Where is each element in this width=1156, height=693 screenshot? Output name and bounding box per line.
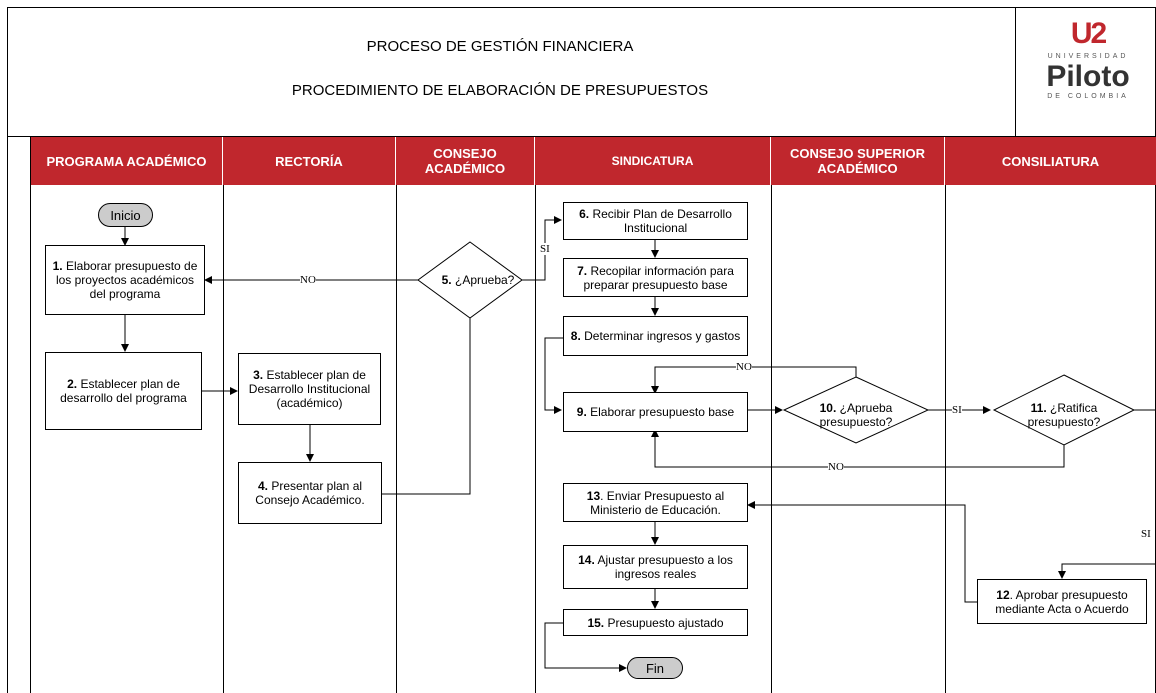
start-terminal: Inicio bbox=[98, 203, 153, 227]
step-1-box: 1. Elaborar presupuesto de los proyectos… bbox=[45, 245, 205, 315]
step-9-box: 9. Elaborar presupuesto base bbox=[563, 392, 748, 432]
end-terminal: Fin bbox=[627, 657, 683, 679]
decision-10-number: 10. bbox=[819, 401, 837, 415]
flow-label-si: SI bbox=[540, 243, 550, 255]
lane-divider bbox=[396, 185, 397, 693]
logo-name: Piloto bbox=[1046, 60, 1130, 93]
logo-top-text: UNIVERSIDAD bbox=[1047, 53, 1129, 60]
step-1-number: 1. bbox=[52, 259, 63, 273]
step-8-text: Determinar ingresos y gastos bbox=[584, 329, 741, 343]
decision-10-text: ¿Aprueba presupuesto? bbox=[819, 401, 893, 429]
step-9-number: 9. bbox=[576, 405, 587, 419]
step-7-box: 7. Recopilar información para preparar p… bbox=[563, 258, 748, 297]
step-3-box: 3. Establecer plan de Desarrollo Institu… bbox=[238, 353, 381, 425]
decision-10-label: 10. ¿Aprueba presupuesto? bbox=[800, 401, 912, 429]
step-8-box: 8. Determinar ingresos y gastos bbox=[563, 316, 748, 356]
step-13-number: 13 bbox=[586, 488, 601, 503]
procedure-title: PROCEDIMIENTO DE ELABORACIÓN DE PRESUPUE… bbox=[291, 82, 709, 99]
step-15-text: Presupuesto ajustado bbox=[607, 615, 724, 630]
lane-header-consejo-superior: CONSEJO SUPERIOR ACADÉMICO bbox=[771, 137, 945, 185]
step-14-text: Ajustar presupuesto a los ingresos reale… bbox=[597, 553, 733, 581]
step-3-number: 3. bbox=[253, 368, 264, 382]
decision-11-number: 11. bbox=[1030, 401, 1047, 415]
flow-label-no: NO bbox=[300, 274, 316, 286]
logo-bottom-text: DE COLOMBIA bbox=[1047, 93, 1129, 100]
step-12-box: 12. Aprobar presupuesto mediante Acta o … bbox=[977, 579, 1147, 624]
step-7-text: Recopilar información para preparar pres… bbox=[583, 263, 734, 292]
decision-5-label: 5. ¿Aprueba? bbox=[430, 273, 526, 287]
lane-divider bbox=[535, 185, 536, 693]
step-14-number: 14. bbox=[578, 553, 595, 567]
step-9-text: Elaborar presupuesto base bbox=[590, 405, 735, 419]
lane-divider bbox=[223, 185, 224, 693]
step-2-box: 2. Establecer plan de desarrollo del pro… bbox=[45, 352, 202, 430]
lane-divider bbox=[771, 185, 772, 693]
decision-11-label: 11. ¿Ratifica presupuesto? bbox=[1012, 401, 1116, 429]
step-2-number: 2. bbox=[67, 377, 78, 391]
step-1-text: Elaborar presupuesto de los proyectos ac… bbox=[55, 259, 198, 301]
step-8-number: 8. bbox=[570, 329, 581, 343]
step-2-text: Establecer plan de desarrollo del progra… bbox=[60, 377, 187, 405]
lane-divider bbox=[945, 185, 946, 693]
logo-mark: U2 bbox=[1070, 17, 1107, 50]
flow-label-no: NO bbox=[828, 461, 844, 473]
step-12-text: . Aprobar presupuesto mediante Acta o Ac… bbox=[995, 587, 1129, 616]
decision-11-shape bbox=[992, 374, 1136, 446]
step-15-box: 15. Presupuesto ajustado bbox=[563, 609, 748, 636]
flow-label-no: NO bbox=[736, 361, 752, 373]
step-6-text: Recibir Plan de Desarrollo Institucional bbox=[592, 207, 732, 235]
lane-header-sindicatura: SINDICATURA bbox=[535, 137, 771, 185]
step-3-text: Establecer plan de Desarrollo Institucio… bbox=[248, 368, 371, 410]
process-title: PROCESO DE GESTIÓN FINANCIERA bbox=[366, 38, 634, 55]
decision-5-shape bbox=[417, 241, 523, 319]
step-4-text: Presentar plan al Consejo Académico. bbox=[255, 479, 365, 507]
step-6-number: 6. bbox=[579, 207, 590, 221]
step-13-box: 13. Enviar Presupuesto al Ministerio de … bbox=[563, 483, 748, 522]
decision-11-text: ¿Ratifica presupuesto? bbox=[1027, 401, 1101, 429]
step-4-number: 4. bbox=[257, 479, 268, 493]
lane-header-consiliatura: CONSILIATURA bbox=[945, 137, 1156, 185]
lane-header-programa: PROGRAMA ACADÉMICO bbox=[31, 137, 223, 185]
flow-label-si: SI bbox=[952, 404, 962, 416]
step-6-box: 6. Recibir Plan de Desarrollo Institucio… bbox=[563, 202, 748, 240]
step-4-box: 4. Presentar plan al Consejo Académico. bbox=[238, 462, 382, 524]
step-14-box: 14. Ajustar presupuesto a los ingresos r… bbox=[563, 545, 748, 589]
decision-5-text: ¿Aprueba? bbox=[454, 273, 515, 287]
decision-10-shape bbox=[782, 376, 930, 444]
lane-header-rectoria: RECTORÍA bbox=[223, 137, 396, 185]
flow-label-si: SI bbox=[1141, 528, 1151, 540]
step-13-text: . Enviar Presupuesto al Ministerio de Ed… bbox=[590, 488, 725, 517]
step-7-number: 7. bbox=[577, 263, 588, 278]
step-15-number: 15. bbox=[587, 615, 605, 630]
lane-header-consejo-academico: CONSEJO ACADÉMICO bbox=[396, 137, 535, 185]
decision-5-number: 5. bbox=[441, 273, 452, 287]
university-logo: U2 UNIVERSIDAD Piloto DE COLOMBIA bbox=[1026, 16, 1150, 128]
step-12-number: 12 bbox=[996, 587, 1010, 602]
